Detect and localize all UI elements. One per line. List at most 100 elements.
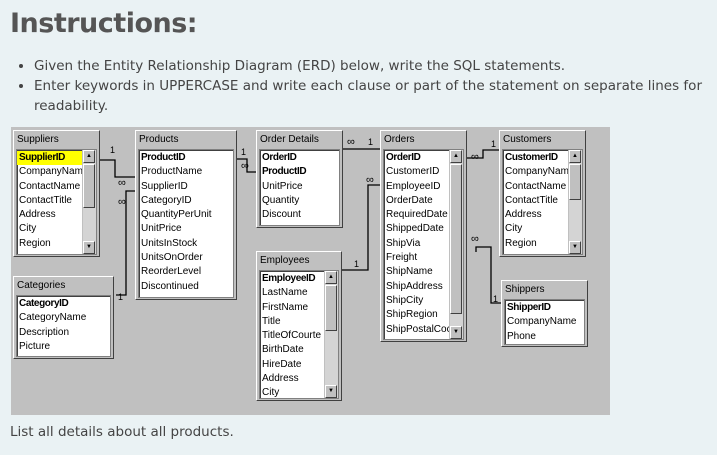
scroll-down-arrow-icon[interactable]: ▼ <box>325 385 337 398</box>
field-item[interactable]: Freight <box>386 252 418 264</box>
field-item[interactable]: Discount <box>262 209 301 221</box>
field-item[interactable]: CompanyNam <box>19 166 83 178</box>
scroll-up-arrow-icon[interactable]: ▲ <box>83 150 95 163</box>
field-item[interactable]: Region <box>19 237 51 249</box>
field-item[interactable]: City <box>19 223 37 235</box>
field-item[interactable]: ShipRegion <box>386 309 438 321</box>
field-item[interactable]: ProductName <box>141 166 203 178</box>
field-item[interactable]: OrderID <box>262 152 297 163</box>
scrollbar[interactable]: ▲▼ <box>568 150 582 254</box>
field-item[interactable]: UnitsOnOrder <box>141 252 203 264</box>
svg-text:1: 1 <box>493 294 498 304</box>
table-title[interactable]: Customers <box>499 130 586 148</box>
field-item[interactable]: FirstName <box>262 301 309 313</box>
field-item[interactable]: Address <box>505 209 542 221</box>
field-item[interactable]: ReorderLevel <box>141 266 202 278</box>
field-item[interactable]: OrderDate <box>386 194 433 206</box>
scrollbar[interactable]: ▲▼ <box>324 271 338 398</box>
field-item[interactable]: UnitPrice <box>262 180 303 192</box>
field-item[interactable]: ShipVia <box>386 237 421 249</box>
table-title[interactable]: Order Details <box>256 130 343 148</box>
field-item[interactable]: HireDate <box>262 358 302 370</box>
table-title[interactable]: Suppliers <box>13 130 100 148</box>
scroll-up-arrow-icon[interactable]: ▲ <box>569 150 581 163</box>
scroll-up-arrow-icon[interactable]: ▲ <box>450 150 462 163</box>
field-item[interactable]: ContactName <box>19 180 81 192</box>
scroll-thumb[interactable] <box>325 285 337 331</box>
scroll-down-arrow-icon[interactable]: ▼ <box>569 241 581 254</box>
scrollbar[interactable]: ▲▼ <box>82 150 96 254</box>
svg-text:1: 1 <box>354 259 359 269</box>
field-item[interactable]: CustomerID <box>505 152 558 163</box>
field-item[interactable]: LastName <box>262 287 308 299</box>
field-item[interactable]: ProductID <box>141 152 186 163</box>
field-item[interactable]: SupplierID <box>17 151 83 166</box>
scroll-up-arrow-icon[interactable]: ▲ <box>325 271 337 284</box>
field-item[interactable]: OrderID <box>386 152 421 163</box>
table-title[interactable]: Categories <box>13 276 114 294</box>
field-item[interactable]: ShipPostalCoc <box>386 323 452 335</box>
scroll-thumb[interactable] <box>569 164 581 200</box>
field-item[interactable]: EmployeeID <box>386 180 441 192</box>
field-item[interactable]: Description <box>19 326 70 338</box>
field-item[interactable]: ContactTitle <box>19 194 72 206</box>
field-item[interactable]: ShipAddress <box>386 280 443 292</box>
field-item[interactable]: ProductID <box>262 166 307 178</box>
table-title[interactable]: Orders <box>380 130 467 148</box>
field-item[interactable]: QuantityPerUnit <box>141 209 212 221</box>
field-item[interactable]: UnitsInStock <box>141 237 198 249</box>
field-item[interactable]: City <box>262 387 280 399</box>
field-item[interactable]: SupplierID <box>141 180 188 192</box>
field-item[interactable]: ShipCity <box>386 294 424 306</box>
field-item[interactable]: Title <box>262 315 281 327</box>
field-item[interactable]: Region <box>505 237 537 249</box>
field-item[interactable]: CompanyNam <box>505 166 569 178</box>
field-item[interactable]: CategoryID <box>19 298 69 309</box>
field-item[interactable]: Address <box>262 373 299 385</box>
table-title[interactable]: Shippers <box>501 280 588 298</box>
scroll-down-arrow-icon[interactable]: ▼ <box>83 241 95 254</box>
field-item[interactable]: Phone <box>507 330 536 342</box>
field-item[interactable]: BirthDate <box>262 344 304 356</box>
field-item[interactable]: UnitPrice <box>141 223 182 235</box>
field-item[interactable]: CategoryID <box>141 194 192 206</box>
field-item[interactable]: CategoryName <box>19 312 87 324</box>
field-item[interactable]: CustomerID <box>386 166 440 178</box>
table-title[interactable]: Employees <box>256 251 342 269</box>
field-item[interactable]: EmployeeID <box>262 273 316 284</box>
field-item[interactable]: Quantity <box>262 194 300 206</box>
field-item[interactable]: CompanyName <box>507 316 577 328</box>
field-item[interactable]: City <box>505 223 523 235</box>
scrollbar[interactable]: ▲▼ <box>449 150 463 339</box>
field-item[interactable]: ShipName <box>386 266 433 278</box>
field-item[interactable]: ShippedDate <box>386 223 444 235</box>
field-item[interactable]: ShipperID <box>507 302 551 313</box>
table-title[interactable]: Products <box>135 130 237 148</box>
field-item[interactable]: Picture <box>19 340 51 352</box>
field-item[interactable]: ContactTitle <box>505 194 558 206</box>
scroll-thumb[interactable] <box>450 164 462 314</box>
scroll-down-arrow-icon[interactable]: ▼ <box>450 326 462 339</box>
field-item[interactable]: Discontinued <box>141 280 199 292</box>
field-item[interactable]: RequiredDate <box>386 209 448 221</box>
scroll-thumb[interactable] <box>83 164 95 208</box>
field-item[interactable]: Address <box>19 209 56 221</box>
field-item[interactable]: ContactName <box>505 180 567 192</box>
field-item[interactable]: TitleOfCourte <box>262 330 322 342</box>
